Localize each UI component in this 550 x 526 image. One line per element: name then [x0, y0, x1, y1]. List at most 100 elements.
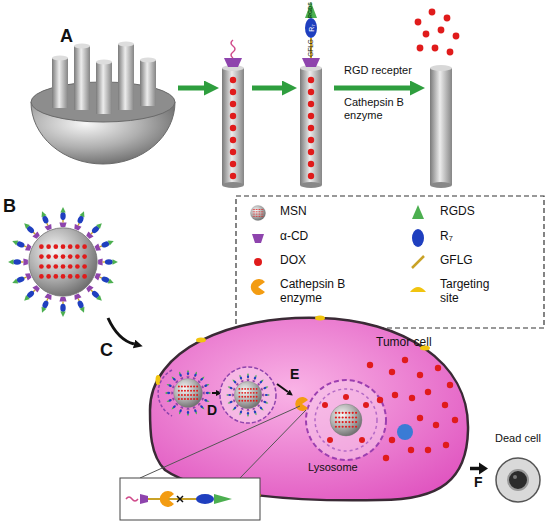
tumor-cell: Tumor cellLysosome [140, 310, 470, 505]
path-shape [126, 497, 138, 501]
loaded-rod [222, 40, 244, 188]
legend-text: RGDS [440, 205, 475, 219]
cell-nucleus [397, 424, 413, 440]
ellipse-shape [420, 346, 430, 351]
ellipse-shape [430, 182, 452, 188]
circle-shape [230, 101, 236, 107]
circle-shape [308, 125, 314, 131]
circle-shape [359, 437, 365, 443]
panel-letter: D [207, 402, 217, 418]
ellipse-shape [196, 338, 206, 343]
legend-frame [236, 196, 544, 328]
process-arrow [252, 86, 282, 91]
peptide-label: GFLG [308, 39, 315, 57]
circle-shape [308, 89, 314, 95]
msn-hemisphere [31, 42, 175, 165]
circle-shape [392, 392, 398, 398]
line-shape [177, 496, 183, 502]
line-shape [148, 498, 200, 500]
ellipse-shape [74, 44, 90, 49]
path-shape [231, 40, 235, 58]
entering-nanoparticle [165, 370, 211, 416]
circle-shape [443, 442, 449, 448]
circle-shape [447, 382, 453, 388]
ellipse-shape [315, 316, 325, 321]
enzyme-sample [251, 279, 265, 295]
endocytic-pocket [158, 370, 172, 416]
circle-shape [432, 45, 439, 52]
ellipse-shape [251, 493, 261, 498]
circle-shape [415, 19, 422, 26]
endosome-nanoparticle [226, 373, 270, 417]
circle-shape [423, 31, 430, 38]
circle-shape [433, 422, 439, 428]
nucleus-fragment [513, 475, 517, 479]
rect-shape [120, 478, 260, 520]
gflg-sample [412, 256, 424, 268]
ellipse-shape [96, 60, 112, 65]
circle-shape [230, 77, 236, 83]
step-arrow [212, 392, 216, 394]
line-shape [177, 496, 183, 502]
circle-shape [308, 173, 314, 179]
legend-text: α-CD [280, 230, 308, 244]
circle-shape [408, 447, 414, 453]
ellipse-shape [156, 375, 161, 385]
circle-shape [383, 455, 389, 461]
state-transition-arrow [470, 463, 488, 475]
ellipse-shape [222, 182, 244, 188]
cleavage-inset [120, 406, 306, 520]
polygon-shape [302, 58, 320, 67]
process-arrow [178, 86, 204, 91]
circle-shape [389, 437, 395, 443]
ellipse-shape [140, 58, 156, 63]
circle-shape [367, 362, 373, 368]
arrow-head [479, 463, 488, 475]
circle-shape [308, 101, 314, 107]
circle-shape [322, 402, 328, 408]
ellipse-shape [222, 65, 244, 71]
panel-letter: F [474, 474, 483, 490]
ellipse-shape [52, 56, 68, 61]
rect-shape [430, 68, 452, 185]
functional-nanoparticle [8, 207, 118, 317]
circle-shape [377, 397, 383, 403]
circle-shape [442, 402, 448, 408]
legend-text: DOX [280, 254, 306, 268]
circle-shape [230, 113, 236, 119]
legend-text: GFLG [440, 254, 473, 268]
ellipse-shape [118, 42, 134, 47]
conjugated-rod [300, 2, 322, 188]
dead-cell-body [496, 458, 540, 502]
circle-shape [230, 149, 236, 155]
rgds-sample [412, 205, 424, 219]
line-shape [240, 410, 306, 478]
node-label: Tumor cell [376, 336, 432, 350]
rect-shape [300, 68, 322, 185]
circle-shape [429, 9, 436, 16]
circle-shape [409, 395, 415, 401]
lysosome-membrane [306, 380, 386, 460]
rect-shape [118, 44, 134, 110]
targeting-sample [410, 287, 426, 292]
circle-shape [452, 417, 458, 423]
path-shape [160, 491, 174, 507]
circle-shape [417, 45, 424, 52]
circle-shape [343, 394, 349, 400]
released-dox [322, 357, 458, 461]
cell-body [150, 318, 468, 501]
ellipse-shape [430, 65, 452, 71]
legend-swatch [254, 258, 262, 266]
legend-text: Cathepsin B enzyme [280, 278, 352, 306]
line-shape [140, 406, 300, 478]
circle-shape [425, 389, 431, 395]
circle-shape [438, 27, 445, 34]
polygon-shape [305, 2, 317, 18]
cathepsin-enzyme [295, 397, 308, 411]
rect-shape [222, 68, 244, 185]
circle-shape [435, 365, 441, 371]
rect-shape [74, 46, 90, 110]
legend-text: R₇ [440, 230, 453, 244]
panel-letter: B [3, 196, 16, 217]
